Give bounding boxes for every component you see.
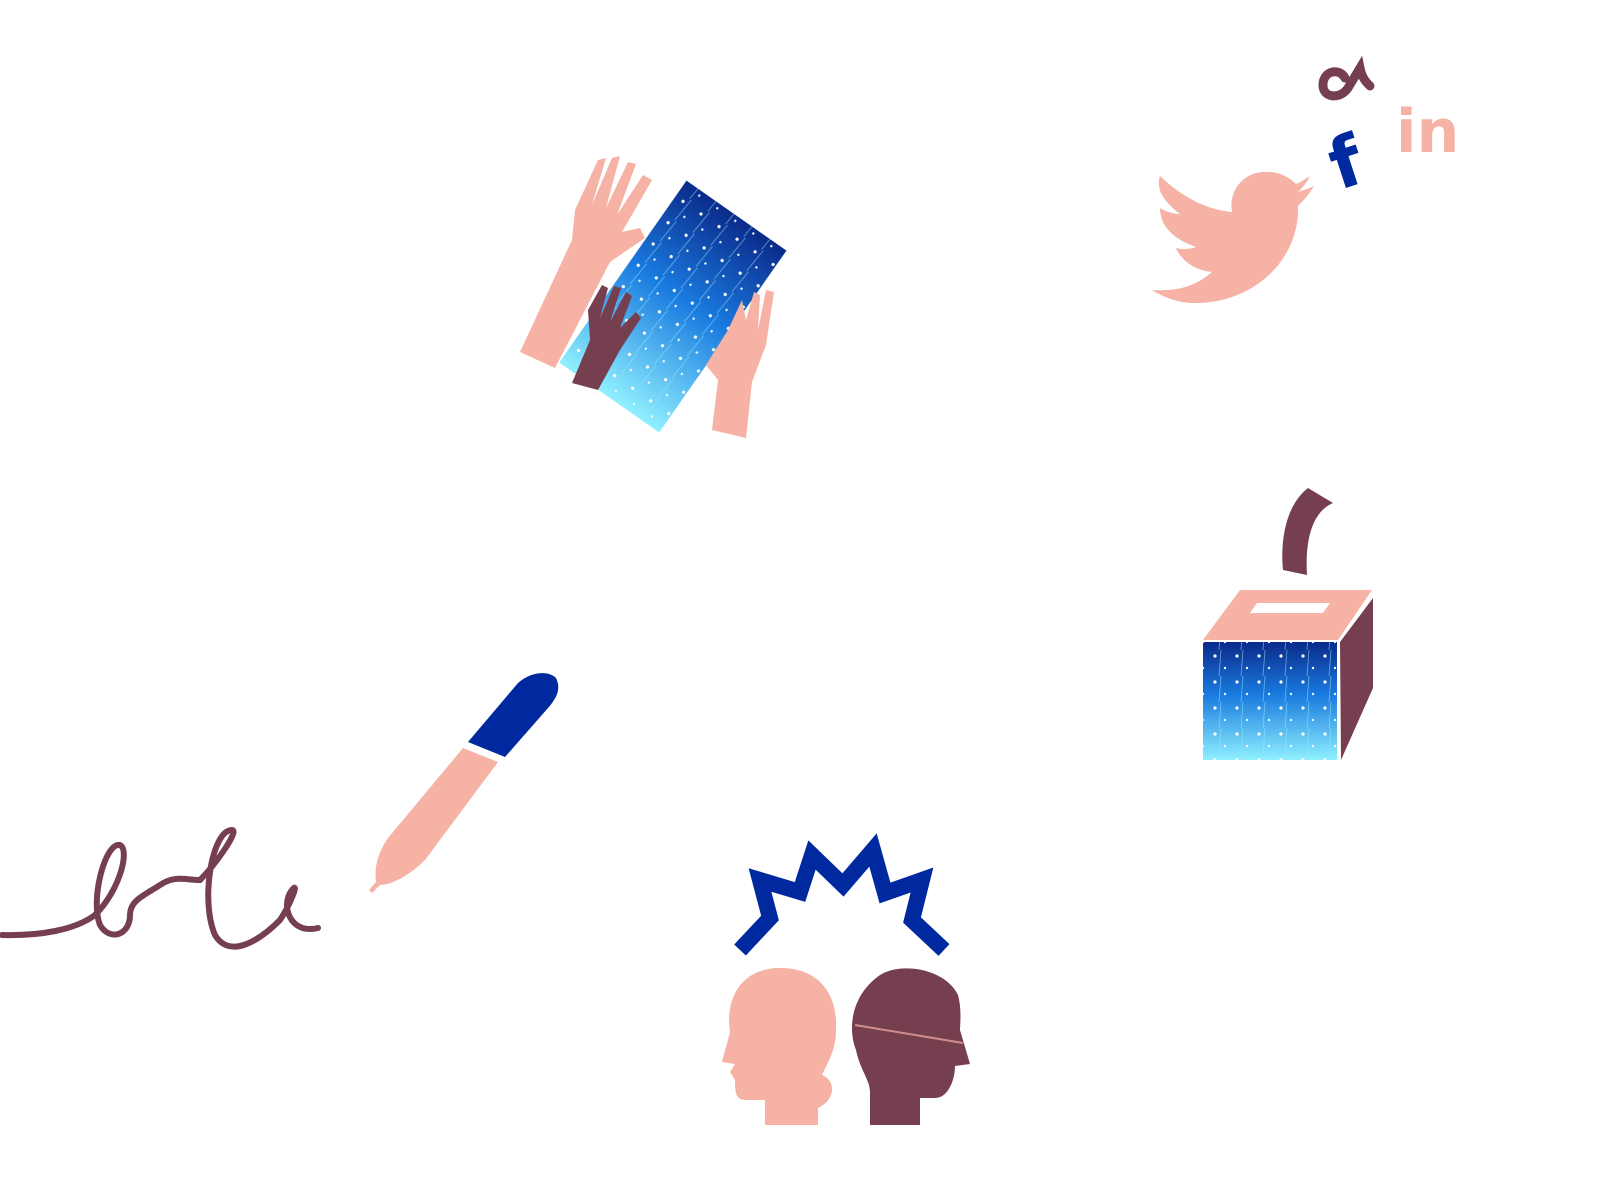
twitter-bird-icon <box>1152 171 1314 304</box>
pink-hand-right <box>706 290 774 438</box>
maroon-hand <box>572 285 641 390</box>
pink-head <box>722 968 837 1125</box>
pen-signature-illustration <box>0 673 559 950</box>
maroon-head <box>851 968 970 1125</box>
ballot-box-illustration <box>1203 488 1373 760</box>
ballot-box-top <box>1203 590 1372 640</box>
ballot-box-side <box>1340 598 1373 760</box>
fiber-sparkles <box>1203 642 1337 760</box>
hands-tablet-illustration <box>520 156 787 438</box>
social-media-illustration: f in <box>1152 55 1459 304</box>
facebook-icon: f <box>1319 119 1375 207</box>
ballot-paper <box>1282 488 1333 575</box>
linkedin-icon: in <box>1396 97 1459 167</box>
tiktok-icon <box>1318 55 1375 101</box>
tablet-screen <box>559 180 787 433</box>
pen-body <box>369 748 498 893</box>
head-crack <box>854 1024 964 1044</box>
burst-icon <box>734 833 950 956</box>
pink-arm-left <box>520 156 652 368</box>
signature <box>0 826 321 950</box>
heads-conflict-illustration <box>722 833 970 1125</box>
pen-cap <box>468 673 559 757</box>
ballot-slot <box>1250 603 1330 613</box>
